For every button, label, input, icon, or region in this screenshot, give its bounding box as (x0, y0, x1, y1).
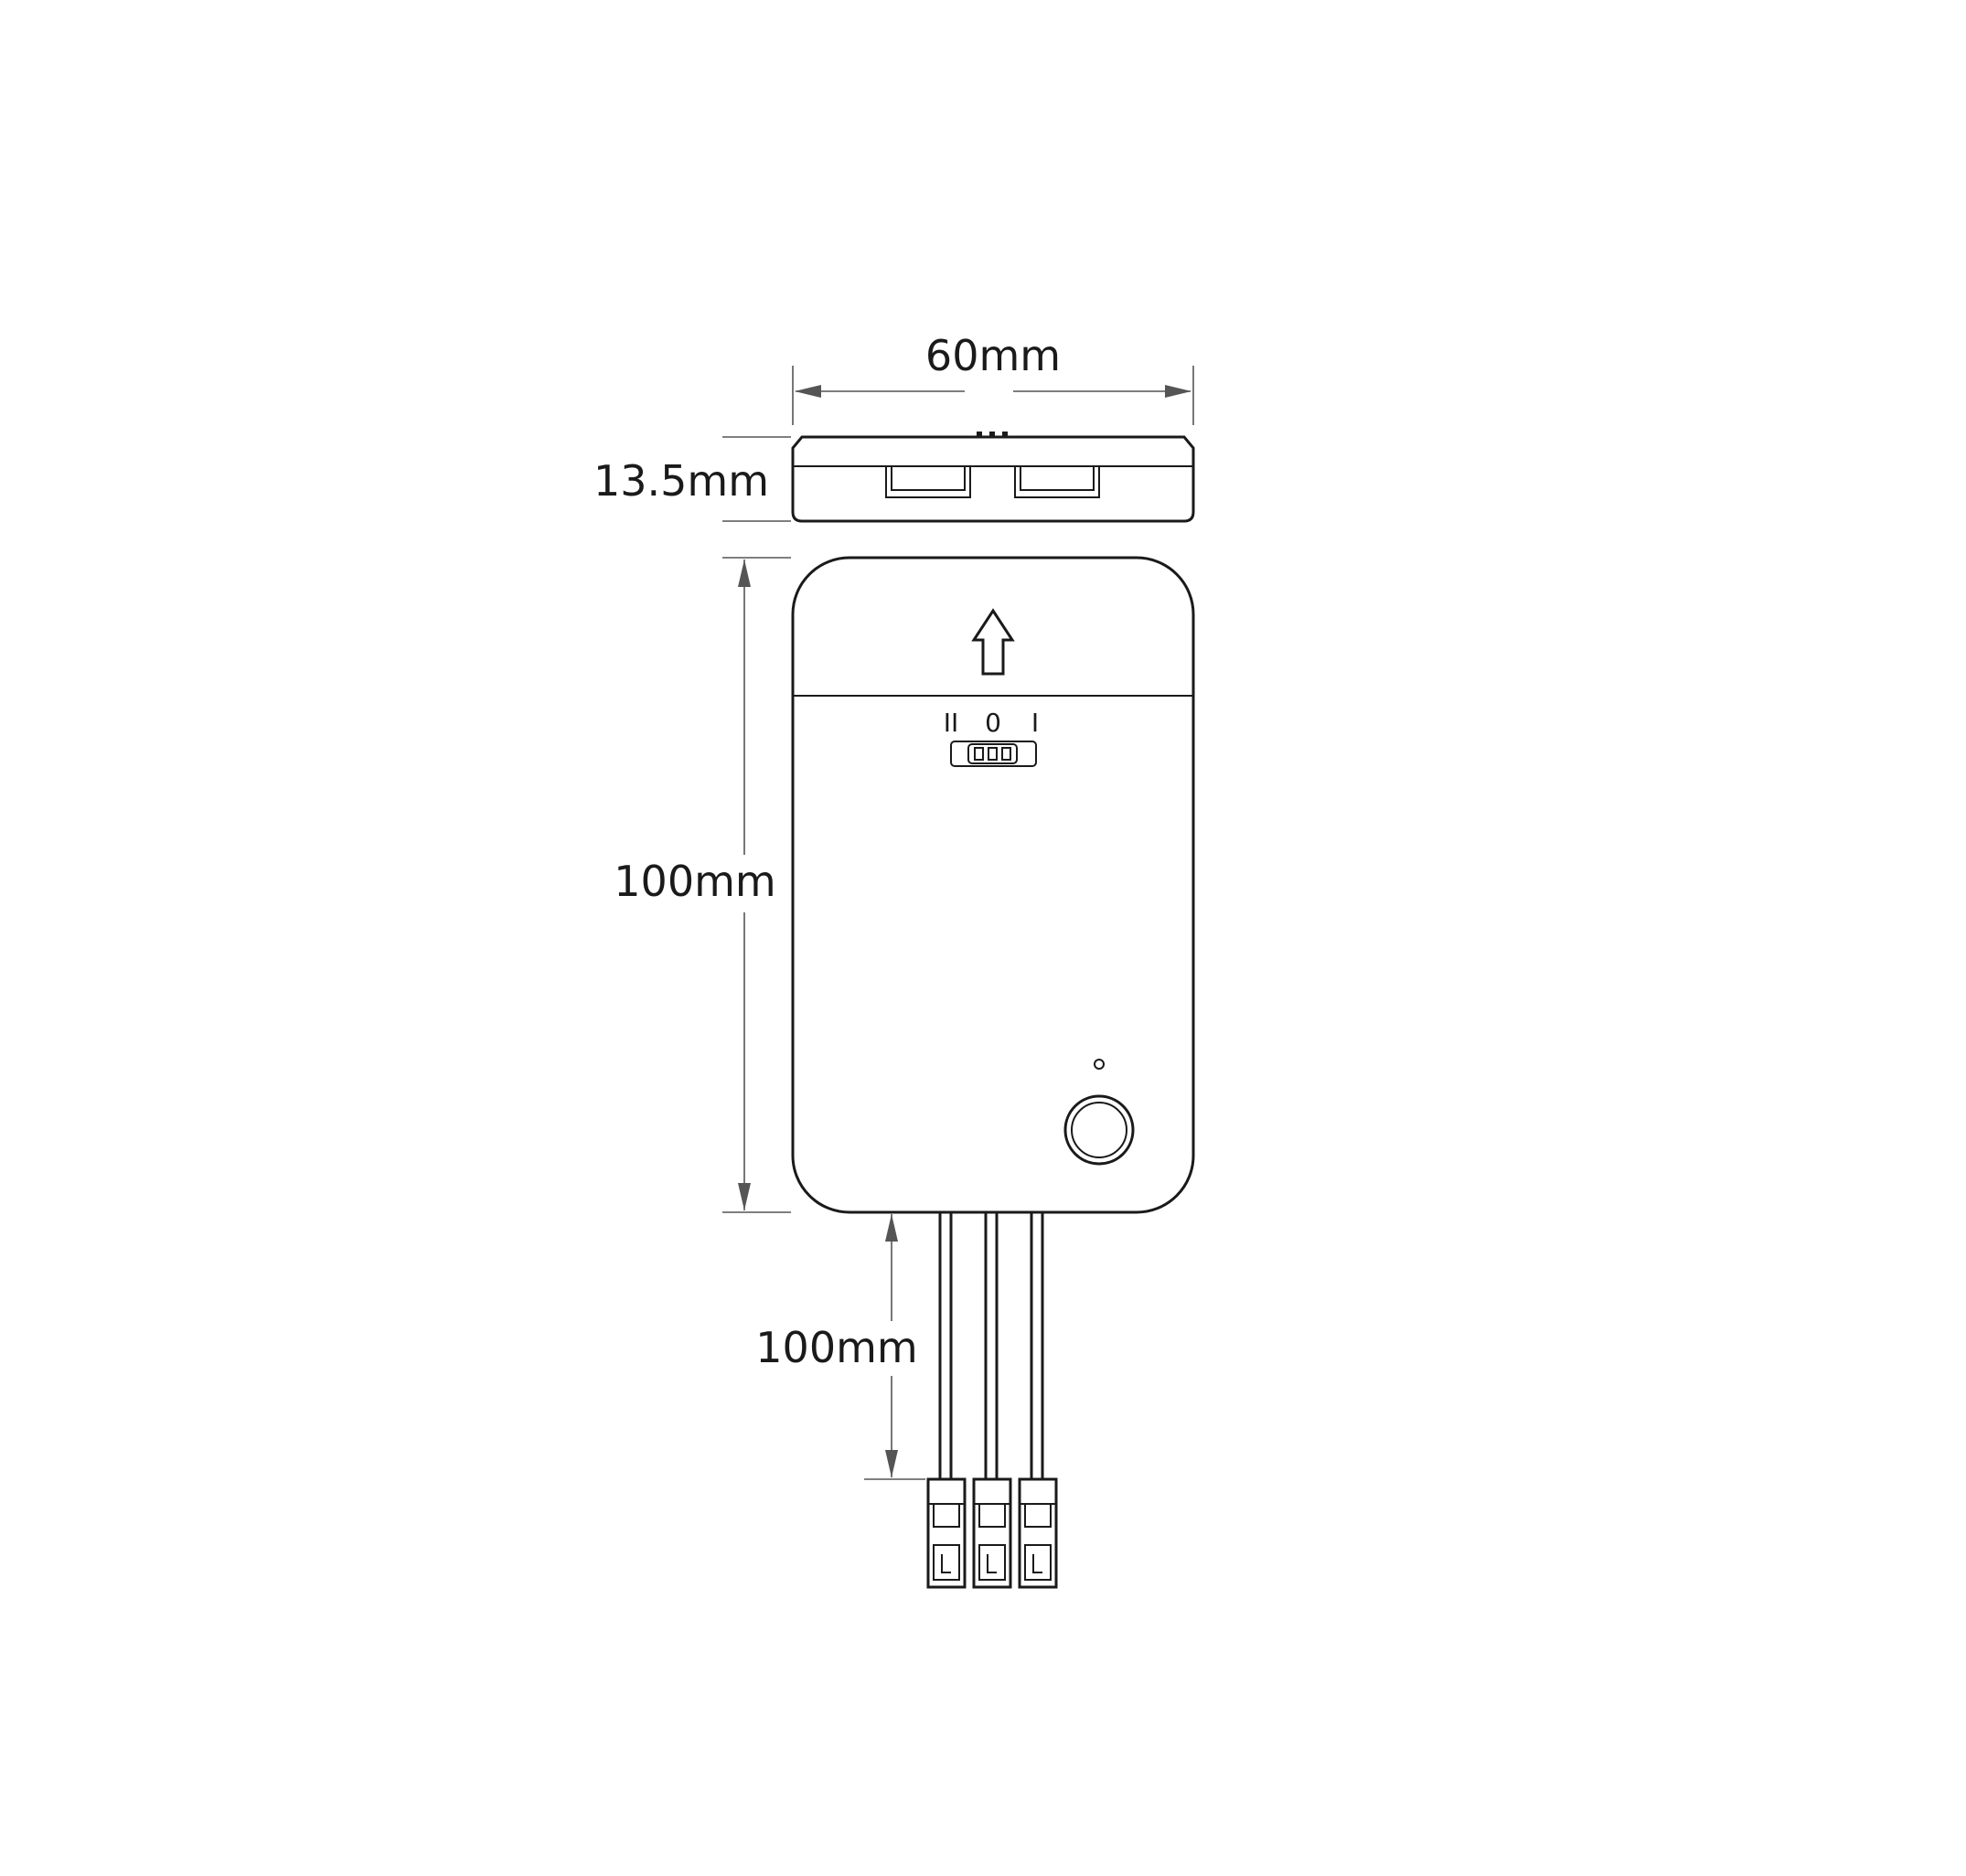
connector-2 (972, 1477, 1012, 1589)
cable-length-dimension: 100mm (755, 1214, 925, 1480)
knob-ridge-3 (1001, 747, 1011, 761)
connector-2-detail (974, 1503, 1010, 1581)
slide-switch-track (950, 741, 1037, 767)
led-indicator (1094, 1059, 1105, 1070)
connector-1 (926, 1477, 967, 1589)
up-arrow-icon (971, 608, 1015, 676)
pair-button[interactable] (1063, 1094, 1135, 1166)
side-tick-3 (1002, 432, 1008, 437)
thickness-dimension: 13.5mm (593, 436, 791, 522)
length-arrow-top (738, 560, 751, 587)
pair-button-outer[interactable] (1063, 1094, 1135, 1166)
cable-arrow-bottom (885, 1450, 898, 1477)
connector-3-detail (1020, 1503, 1056, 1581)
width-dimension: 60mm (792, 331, 1194, 425)
cable-length-label: 100mm (755, 1323, 917, 1372)
cables (938, 1212, 1044, 1479)
width-arrow-left (795, 385, 821, 398)
pair-button-inner (1071, 1102, 1127, 1158)
length-arrow-bottom (738, 1183, 751, 1210)
knob-ridge-1 (974, 747, 984, 761)
device-body (791, 556, 1195, 1214)
side-tick-2 (989, 432, 995, 437)
side-view-body (791, 435, 1195, 523)
cable-arrow-top (885, 1214, 898, 1242)
switch-label-0: 0 (985, 708, 1001, 738)
side-port-right-inner (1020, 465, 1095, 491)
length-label: 100mm (614, 857, 775, 906)
switch-label-i: I (1031, 708, 1039, 738)
switch-label-ii: II (944, 708, 959, 738)
side-port-left-inner (891, 465, 966, 491)
width-label: 60mm (925, 331, 1061, 380)
side-view (791, 432, 1195, 523)
slide-switch-knob[interactable] (967, 743, 1018, 764)
length-dimension: 100mm (614, 557, 791, 1213)
connector-3 (1018, 1477, 1058, 1589)
front-view: II 0 I (791, 556, 1195, 1214)
knob-ridge-2 (988, 747, 998, 761)
connector-1-detail (928, 1503, 965, 1581)
thickness-label: 13.5mm (593, 456, 769, 506)
width-arrow-right (1165, 385, 1191, 398)
mode-slide-switch[interactable] (950, 741, 1037, 767)
side-tick-1 (977, 432, 982, 437)
